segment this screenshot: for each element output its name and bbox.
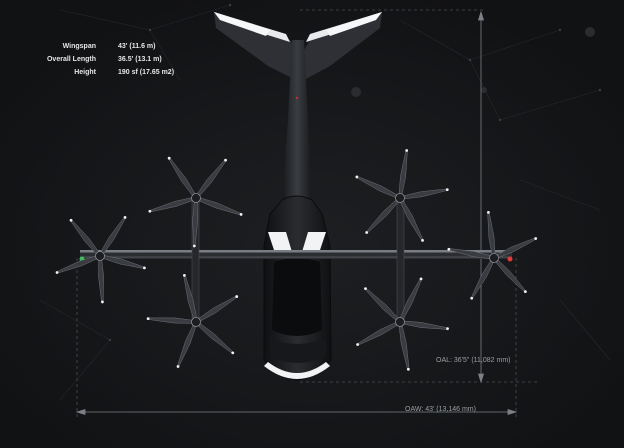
blade-tip [534,237,538,240]
blade-tip [365,231,369,234]
nav-light-right [507,256,513,262]
propeller-4 [356,277,449,371]
propeller-5 [55,216,146,304]
propeller-hub [489,253,499,263]
v-tail [214,12,382,80]
spec-row-height: Height 190 sf (17.65 m2) [30,66,174,79]
propeller-hub [191,317,201,327]
blade-tip [123,216,127,219]
propeller-1 [148,156,243,248]
propeller-hub [95,251,105,261]
blade-tip [235,295,239,298]
blade-tip [146,317,150,321]
blade-tip [406,367,410,371]
blade-tip [224,158,227,162]
propeller-hub [191,193,201,203]
blade-tip [445,188,449,192]
spec-row-wingspan: Wingspan 43' (11.6 m) [30,40,174,53]
tail-light-red [295,96,299,100]
blade-tip [523,290,527,294]
spec-value: 43' (11.6 m) [118,43,156,50]
blade-tip [486,210,490,214]
spec-label: Wingspan [62,43,96,50]
blade-tip [405,149,409,152]
propeller-2 [355,149,449,242]
spec-label: Overall Length [46,56,96,63]
propellers [55,149,538,371]
blade-tip [231,351,235,355]
oaw-dimension-line [75,258,518,418]
spec-table: Wingspan 43' (11.6 m) Overall Length 36.… [30,40,174,79]
spec-value: 190 sf (17.65 m2) [118,69,175,76]
oal-dimension-line [300,9,540,384]
blade-tip [176,365,180,368]
blade-tip [101,300,104,304]
oaw-dimension-label: OAW: 43' (13,146 mm) [405,406,476,413]
background-dots [108,3,602,342]
spec-label: Height [74,69,96,76]
blade-tip [419,277,423,281]
fuselage [263,40,332,381]
blade-tip [55,271,59,274]
propeller-3 [146,274,239,368]
propeller-hub [395,193,405,203]
blade-tip [446,327,449,331]
blade-tip [69,218,73,222]
blade-tip [421,238,424,242]
blade-tip [167,156,171,160]
propeller-hub [395,317,405,327]
spec-value: 36.5' (13.1 m) [118,56,162,63]
blade-tip [470,296,474,300]
blade-tip [447,247,451,251]
blade-tip [364,287,367,291]
blade-tip [355,175,359,179]
blade-tip [356,343,360,346]
blade-tip [143,266,146,270]
blade-tip [192,244,196,248]
oal-dimension-label: OAL: 36'5" (11,082 mm) [436,357,511,364]
blade-tip [148,209,152,213]
propeller-6 [447,210,538,300]
blade-tip [182,274,186,277]
spec-row-overall-length: Overall Length 36.5' (13.1 m) [30,53,174,66]
blade-tip [239,213,243,216]
